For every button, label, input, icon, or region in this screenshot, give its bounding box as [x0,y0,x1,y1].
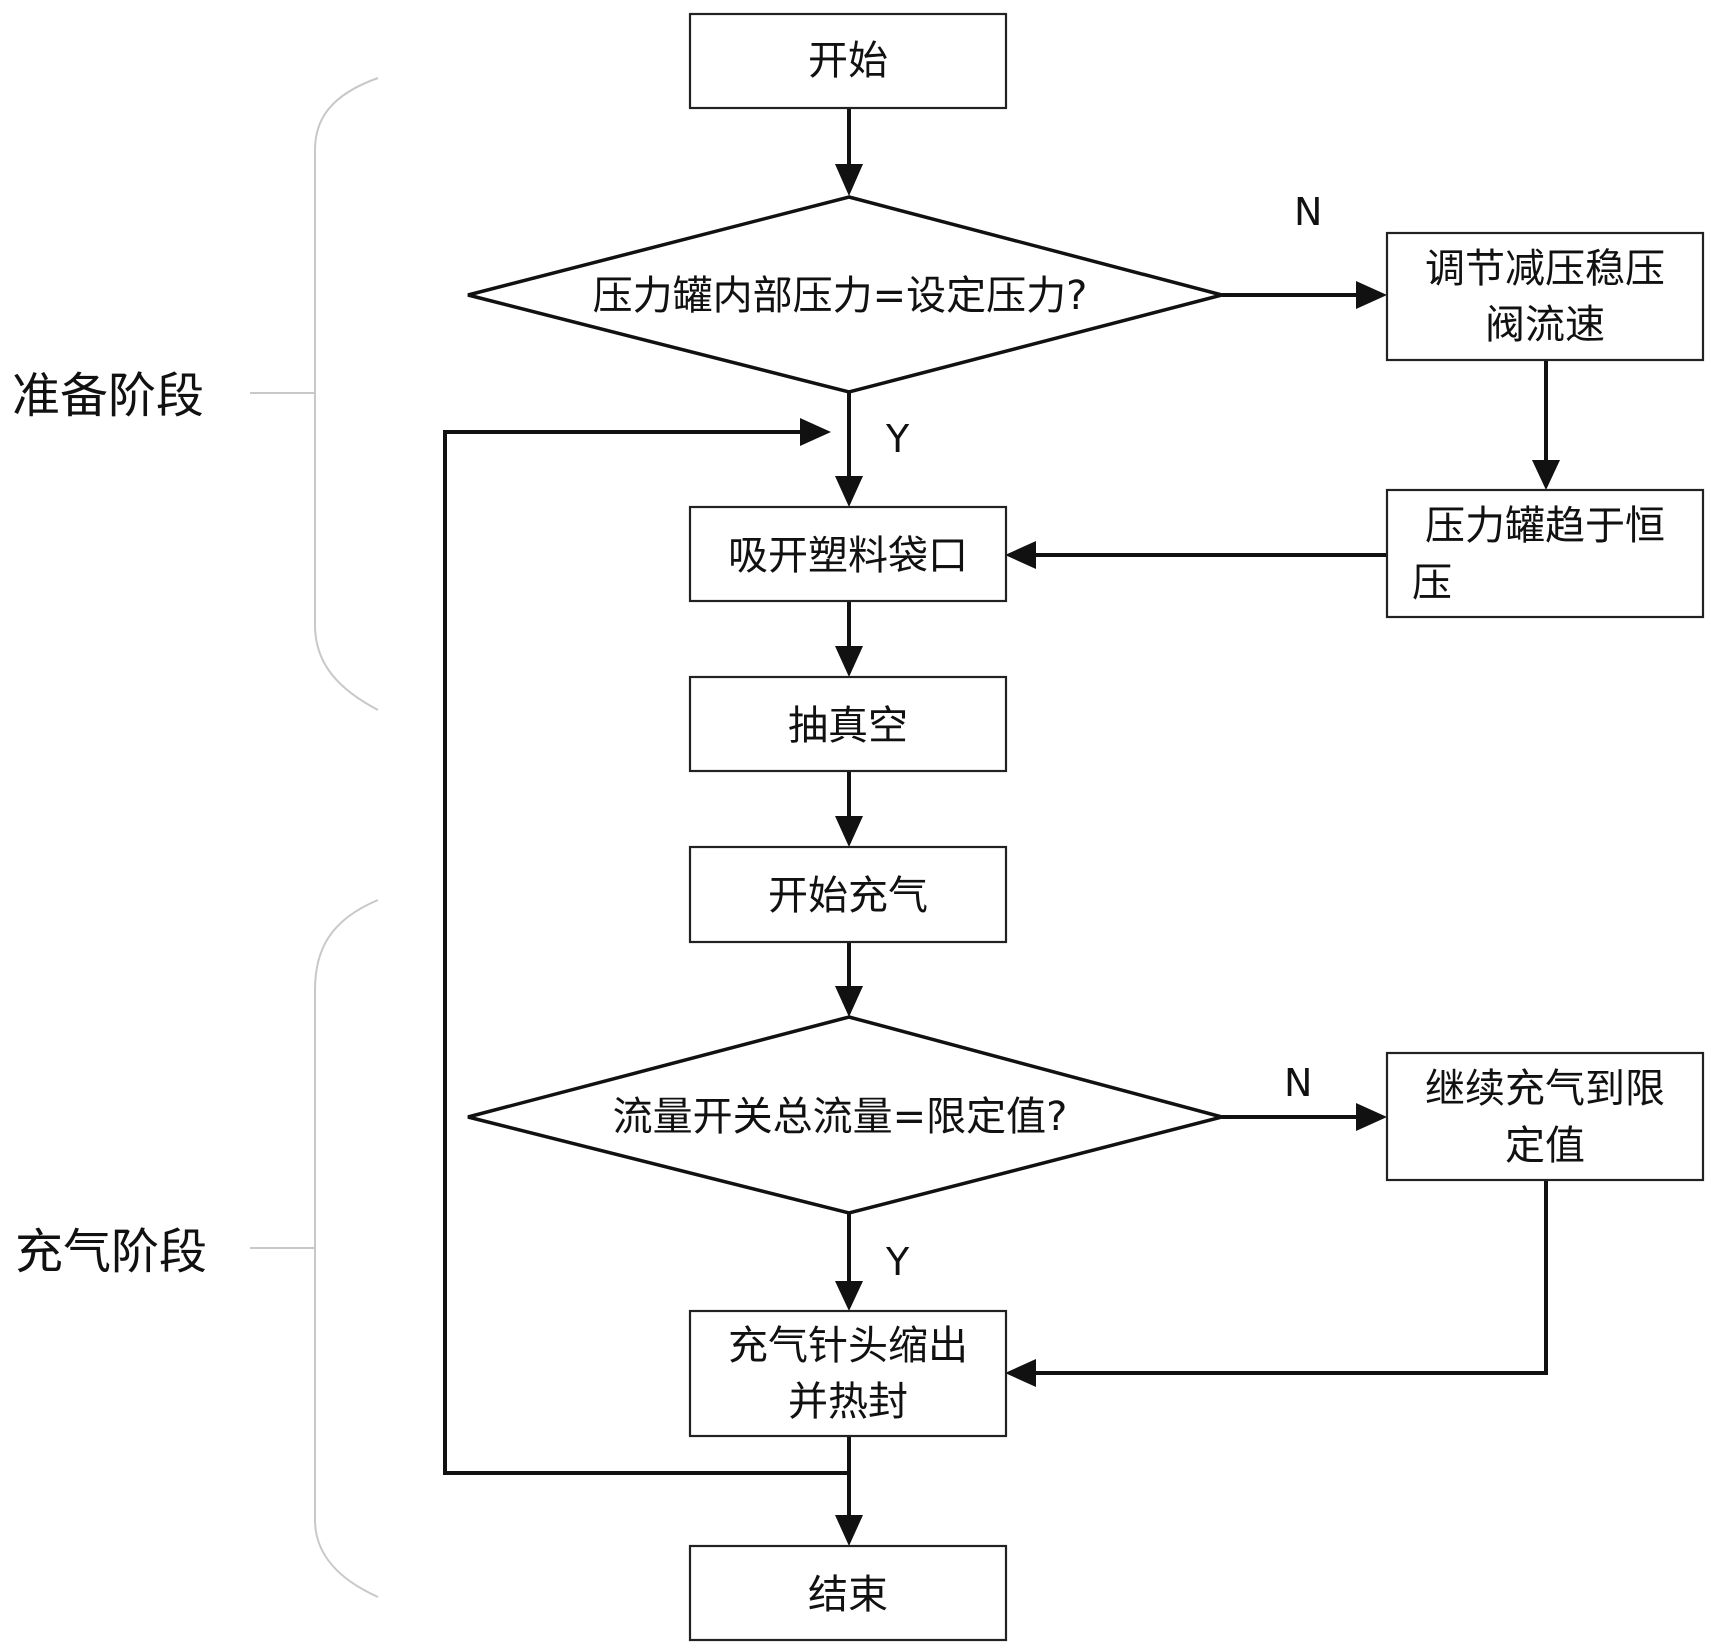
branch-label-y1: Y [885,417,910,461]
node-start-label: 开始 [808,38,888,84]
node-start-charge: 开始充气 [688,845,1008,944]
phase-label-prepare: 准备阶段 [12,368,204,424]
branch-label-n1: N [1294,190,1322,234]
node-end-label: 结束 [808,1572,888,1618]
node-vacuum-label: 抽真空 [788,703,908,749]
node-check-flow: 流量开关总流量=限定值? [467,1015,1229,1215]
branch-label-y2: Y [885,1240,910,1284]
connector-tank-to-suck [1005,541,1386,569]
connector-decision2-no [1222,1103,1387,1131]
node-adjust-valve-line1: 调节减压稳压 [1425,246,1665,292]
node-check-flow-label: 流量开关总流量=限定值? [613,1094,1068,1140]
node-suck-bag: 吸开塑料袋口 [688,505,1008,603]
node-retract-seal-line2: 并热封 [788,1379,908,1425]
connector-decision1-yes [835,392,863,507]
node-start-charge-label: 开始充气 [768,873,928,919]
node-retract-seal-line1: 充气针头缩出 [728,1323,968,1369]
node-adjust-valve-line2: 阀流速 [1485,302,1605,348]
connector-suck-to-vacuum [835,601,863,677]
node-adjust-valve: 调节减压稳压 阀流速 [1385,231,1705,362]
phase-label-charge: 充气阶段 [15,1224,207,1280]
connector-loop-back [443,418,849,1475]
node-vacuum: 抽真空 [688,675,1008,773]
connector-adjust-to-tank [1532,360,1560,490]
connector-continue-to-retract [1005,1180,1548,1387]
node-continue-charge-line2: 定值 [1505,1123,1585,1169]
node-start: 开始 [688,12,1008,110]
node-tank-constant: 压力罐趋于恒 压 [1385,488,1705,619]
connector-decision2-yes [835,1213,863,1311]
branch-label-n2: N [1284,1061,1312,1105]
connector-start-to-decision1 [835,108,863,196]
connector-retract-to-end [835,1436,863,1546]
node-tank-constant-line1: 压力罐趋于恒 [1425,503,1665,549]
node-suck-bag-label: 吸开塑料袋口 [728,533,968,579]
node-retract-seal: 充气针头缩出 并热封 [688,1309,1008,1438]
connector-decision1-no [1222,281,1387,309]
connector-vacuum-to-charge [835,771,863,847]
node-tank-constant-line2: 压 [1412,560,1452,606]
phase-bracket-charge [250,899,379,1598]
connector-charge-to-decision2 [835,942,863,1017]
node-check-pressure-label: 压力罐内部压力=设定压力? [593,273,1088,319]
phase-bracket-prepare [250,77,379,711]
node-continue-charge-line1: 继续充气到限 [1425,1066,1665,1112]
node-continue-charge: 继续充气到限 定值 [1385,1051,1705,1182]
node-check-pressure: 压力罐内部压力=设定压力? [467,195,1229,394]
node-end: 结束 [688,1544,1008,1642]
